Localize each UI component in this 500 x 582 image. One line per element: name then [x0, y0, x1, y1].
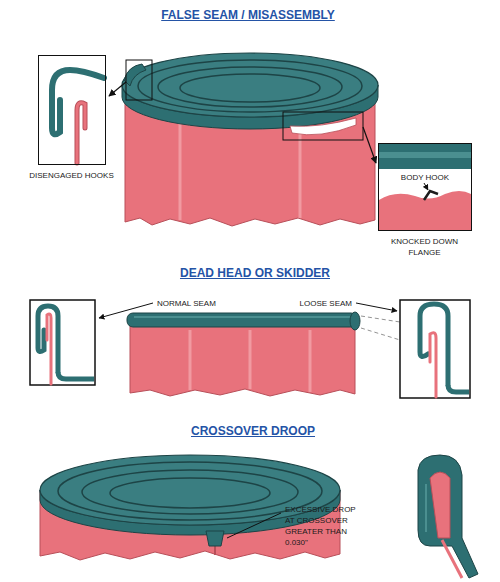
projection-line [361, 328, 400, 340]
section-title: DEAD HEAD OR SKIDDER [105, 266, 405, 281]
detail-inset: DISENGAGED HOOKS [38, 55, 106, 165]
lid-ring [138, 60, 362, 112]
body-wall [442, 540, 462, 578]
lid-panel [58, 372, 94, 379]
can-lid [40, 455, 340, 525]
seam-highlight [379, 152, 471, 158]
detail-marker [283, 112, 363, 140]
seam-band [379, 144, 471, 169]
body-shade [179, 120, 182, 220]
flange-gap [290, 118, 356, 135]
can-lid [122, 53, 378, 117]
pointer-arrow [356, 303, 397, 311]
part-label: BODY HOOK [381, 172, 469, 183]
detail-marker [126, 60, 152, 100]
knocked-down-flange-section [379, 144, 471, 230]
pointer-arrow [109, 82, 126, 96]
pointer-arrow [99, 303, 153, 318]
lid-ring [82, 470, 298, 514]
lid-ring [180, 74, 320, 102]
disengaged-hooks-section [52, 70, 104, 163]
lifted-lid-edge [124, 64, 146, 86]
normal-seam-section [30, 300, 95, 385]
body-shade [299, 128, 302, 218]
body-hook [47, 314, 51, 384]
projection-line [361, 316, 400, 322]
inset-caption: KNOCKED DOWN FLANGE [383, 236, 467, 258]
callout-note: EXCESSIVE DROP AT CROSSOVER GREATER THAN… [285, 504, 365, 548]
lid-ring [110, 478, 270, 508]
inset-frame [30, 300, 95, 385]
leader-line [227, 513, 281, 538]
dead-head-can [99, 303, 400, 396]
section-title: FALSE SEAM / MISASSEMBLY [98, 8, 398, 23]
loose-seam-bulge [350, 312, 360, 330]
lid-panel [448, 385, 469, 392]
can-body [130, 324, 355, 396]
callout-label: LOOSE SEAM [252, 298, 352, 309]
body-wall [379, 191, 471, 230]
lid-ring [158, 67, 342, 107]
seam-rim [127, 313, 357, 327]
body-hook [430, 472, 450, 538]
cover-hook [420, 304, 448, 385]
body-shade [189, 330, 192, 390]
body-shade [249, 330, 252, 389]
seam-highlight [134, 316, 350, 318]
pointer-arrow [363, 127, 376, 163]
droop-highlight [425, 484, 427, 532]
loose-seam-section [400, 300, 470, 398]
body-hook [430, 333, 436, 397]
callout-label: NORMAL SEAM [157, 298, 237, 309]
cover-hook [418, 455, 478, 578]
pointer-arrow [424, 183, 428, 190]
body-hook [77, 103, 85, 163]
inset-caption: DISENGAGED HOOKS [22, 170, 122, 181]
droop-section [418, 455, 478, 578]
inset-frame [400, 300, 470, 398]
body-hook [77, 103, 85, 163]
body-hook [424, 191, 438, 200]
lid-ring [58, 462, 322, 520]
detail-inset: KNOCKED DOWN FLANGEBODY HOOK [378, 143, 472, 231]
crossover-droop [206, 531, 224, 546]
section-title: CROSSOVER DROOP [103, 424, 403, 439]
body-shade [309, 330, 312, 392]
misassembled-can [109, 53, 378, 226]
